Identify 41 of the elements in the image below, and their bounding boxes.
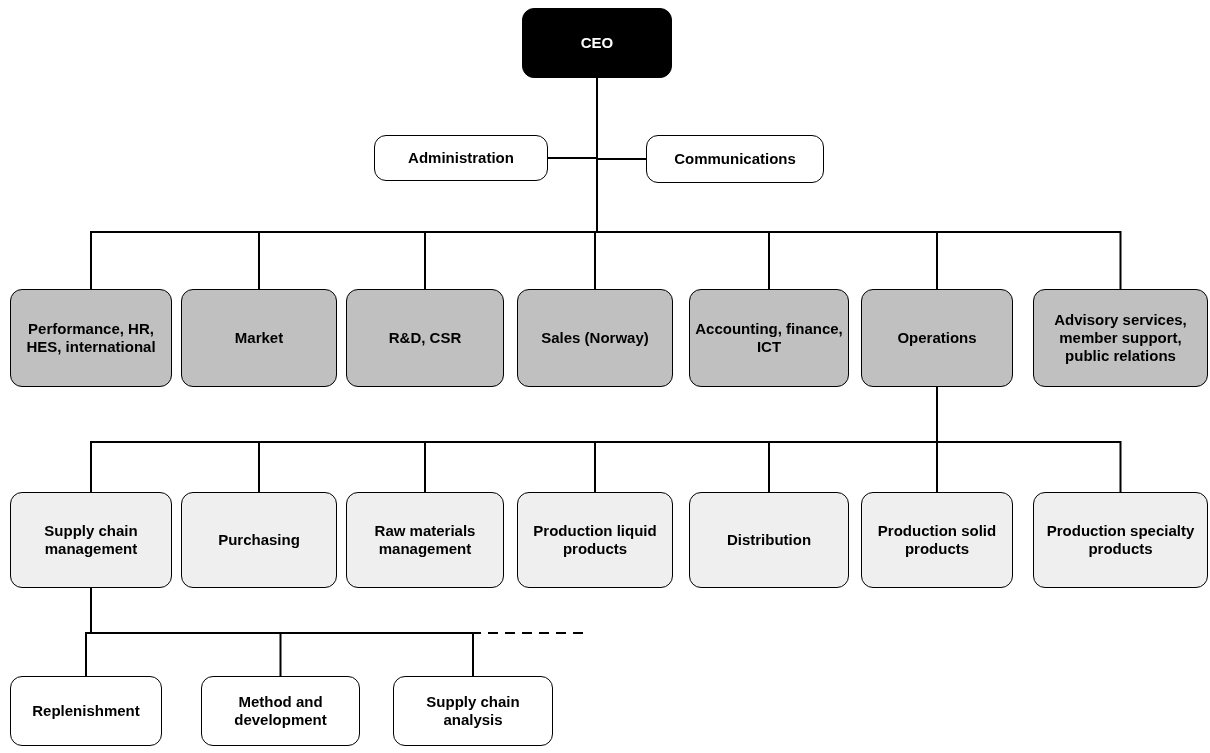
box-label: CEO <box>580 34 614 52</box>
department-box <box>346 492 504 588</box>
department-box <box>10 676 162 746</box>
box-label: Operations <box>897 329 977 347</box>
department-box <box>201 676 360 746</box>
department-box <box>346 289 504 387</box>
department-box <box>1033 492 1208 588</box>
box-label: Supply chain analysis <box>425 693 521 729</box>
box-label: Administration <box>408 149 514 167</box>
department-box <box>646 135 824 183</box>
department-box <box>10 289 172 387</box>
box-label: Purchasing <box>218 531 300 549</box>
box-label: Production solid products <box>876 522 998 558</box>
department-box <box>689 289 849 387</box>
box-label: Advisory services, member support, public relations <box>1053 311 1188 365</box>
department-box <box>181 492 337 588</box>
department-box <box>1033 289 1208 387</box>
box-label: Supply chain management <box>43 522 139 558</box>
box-label: R&D, CSR <box>388 329 462 347</box>
box-label: Production specialty products <box>1045 522 1196 558</box>
box-label: Performance, HR, HES, international <box>25 320 157 356</box>
department-box <box>517 492 673 588</box>
executive-box <box>522 8 672 78</box>
box-label: Communications <box>674 150 796 168</box>
department-box <box>861 289 1013 387</box>
box-label: Replenishment <box>32 702 140 720</box>
department-box <box>181 289 337 387</box>
box-label: Distribution <box>726 531 812 549</box>
box-label: Sales (Norway) <box>541 329 649 347</box>
department-box <box>374 135 548 181</box>
department-box <box>10 492 172 588</box>
box-label: Accounting, finance, ICT <box>694 320 844 356</box>
department-box <box>689 492 849 588</box>
department-box <box>393 676 553 746</box>
department-box <box>861 492 1013 588</box>
box-label: Market <box>234 329 284 347</box>
connector-line <box>936 386 1122 493</box>
department-box <box>517 289 673 387</box>
box-label: Raw materials management <box>373 522 477 558</box>
box-label: Production liquid products <box>532 522 658 558</box>
box-label: Method and development <box>233 693 328 729</box>
